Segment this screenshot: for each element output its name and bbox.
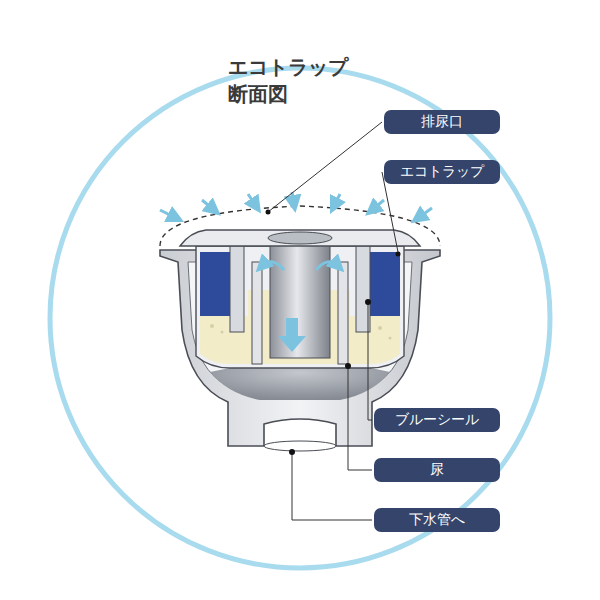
- label-text: エコトラップ: [400, 163, 484, 181]
- label-pill: 排尿口: [384, 110, 500, 134]
- diagram-title: エコトラップ 断面図: [228, 54, 362, 108]
- trap-wall: [338, 262, 348, 364]
- label-pill: ブルーシール: [374, 408, 500, 432]
- frame-circle: [50, 68, 550, 568]
- label-text: 排尿口: [421, 113, 463, 131]
- label-pill: エコトラップ: [384, 160, 500, 184]
- flow-arrow: [278, 318, 306, 352]
- label-text: 尿: [430, 461, 444, 479]
- outlet-opening: [264, 441, 336, 451]
- label-pill: 下水管へ: [374, 508, 500, 532]
- drain-cover: [160, 206, 440, 246]
- label-pill: 尿: [374, 458, 500, 482]
- flow-arrow: [160, 192, 432, 270]
- trap-wall: [230, 246, 244, 332]
- center-pipe: [270, 238, 330, 358]
- trap-wall: [252, 262, 262, 364]
- trap-rim: [180, 230, 420, 246]
- label-text: ブルーシール: [395, 411, 479, 429]
- label-text: 下水管へ: [409, 511, 465, 529]
- pipe-mouth: [268, 232, 332, 244]
